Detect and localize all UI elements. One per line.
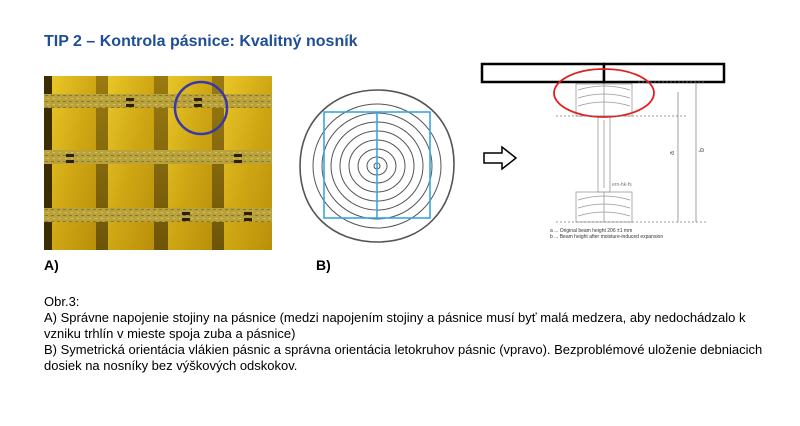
- beam-joint-photo: [44, 76, 272, 250]
- beam-legend-a: a ... Original beam height 206 ±1 mm: [550, 228, 632, 234]
- right-arrow-icon: [482, 145, 518, 171]
- svg-text:b: b: [699, 148, 706, 152]
- beam-legend-b: b ... Beam height after moisture-induced…: [550, 234, 663, 240]
- beam-dimension-label: ern-hk-fs: [612, 182, 632, 188]
- flange-highlight-ellipse: [553, 68, 655, 118]
- cut-square: [323, 111, 431, 219]
- svg-text:a: a: [669, 151, 676, 155]
- joint-highlight-circle: [173, 80, 229, 136]
- caption-item-b: B) Symetrická orientácia vlákien pásnic …: [44, 342, 763, 373]
- figure-caption: Obr.3: A) Správne napojenie stojiny na p…: [44, 294, 764, 374]
- page-title: TIP 2 – Kontrola pásnice: Kvalitný nosní…: [44, 33, 358, 50]
- figure-label-b: B): [316, 257, 331, 273]
- caption-heading: Obr.3:: [44, 294, 80, 309]
- beam-cross-section: a b ern-hk-fs a ... Original beam height…: [478, 60, 728, 246]
- figure-label-a: A): [44, 257, 59, 273]
- caption-item-a: A) Správne napojenie stojiny na pásnice …: [44, 310, 746, 341]
- growth-rings-diagram: [296, 86, 458, 246]
